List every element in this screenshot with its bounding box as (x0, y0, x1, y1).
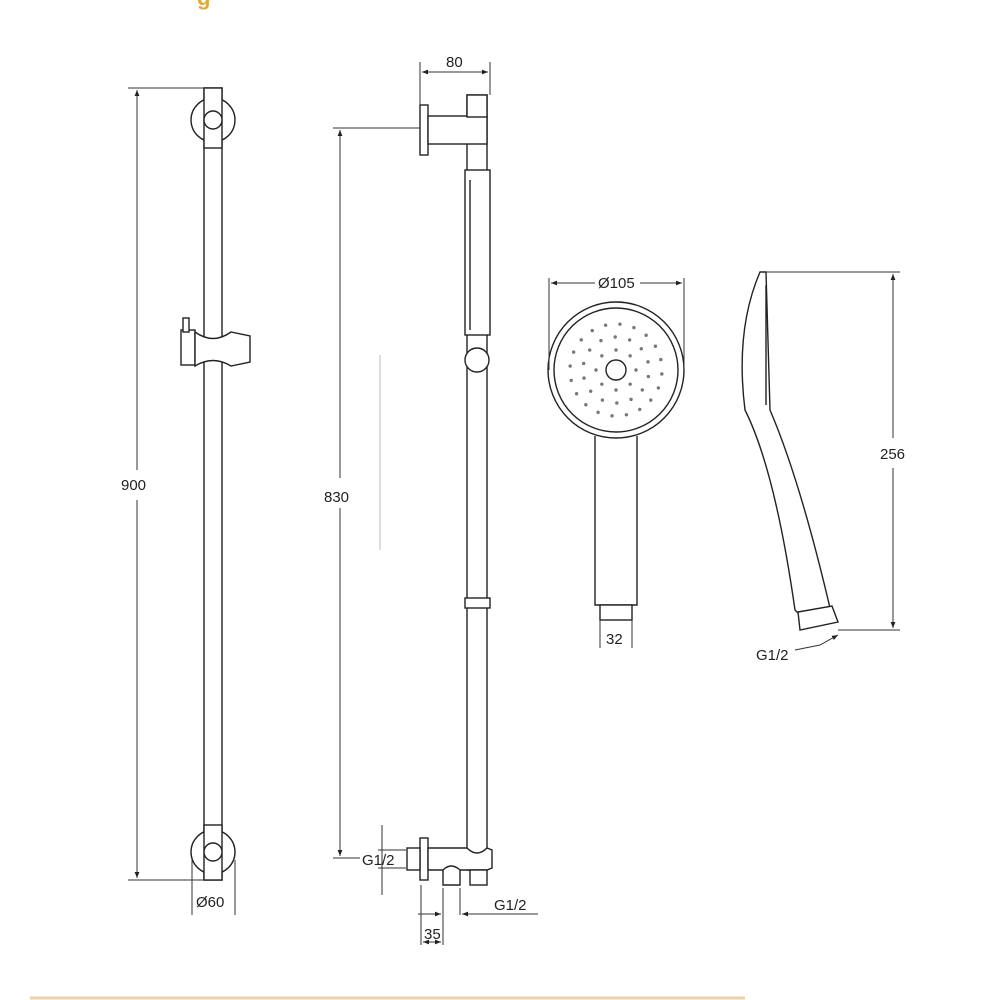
nozzle-dot (638, 407, 642, 412)
nozzle-dot (571, 350, 576, 354)
dimension-32 (599, 620, 633, 648)
nozzle-dot (614, 348, 618, 352)
nozzle-dot (615, 401, 619, 405)
nozzle-dot (594, 368, 598, 372)
dimension-60 (191, 860, 236, 915)
nozzle-dot (660, 372, 664, 376)
height-900-label: 900 (121, 477, 146, 494)
dimension-outlet (418, 885, 538, 945)
rail-front-view (180, 87, 251, 881)
nozzle-dot (639, 347, 643, 351)
nozzle-dot (588, 348, 592, 352)
dimension-inlet (378, 825, 406, 895)
nozzle-dot (614, 388, 618, 392)
dimension-256 (766, 271, 900, 651)
nozzle-dot (600, 382, 604, 386)
nozzle-dot (634, 368, 638, 372)
nozzle-dot (600, 354, 604, 358)
nozzle-dot (568, 364, 572, 368)
handshower-side-view (741, 271, 839, 631)
outlet-g12-label: G1/2 (494, 897, 527, 914)
length-256-label: 256 (880, 446, 905, 463)
nozzle-dot (632, 325, 636, 330)
handshower-front-view (547, 301, 685, 621)
nozzle-dot (627, 338, 632, 342)
dimension-830 (333, 127, 420, 859)
nozzle-dot (584, 403, 588, 407)
nozzle-dot (659, 357, 663, 362)
height-830-label: 830 (324, 489, 349, 506)
nozzle-dot (628, 382, 632, 386)
offset-35-label: 35 (424, 926, 441, 943)
nozzle-dot (646, 374, 651, 379)
nozzle-dot (646, 360, 650, 364)
nozzle-dot (618, 322, 622, 326)
spray-nozzles (568, 322, 664, 418)
nozzle-dot (644, 333, 648, 337)
nozzle-dot (624, 413, 629, 417)
nozzle-dot (629, 397, 633, 402)
nozzle-dot (649, 398, 653, 402)
nozzle-dot (656, 386, 661, 390)
nozzle-dot (628, 354, 632, 358)
diameter-105-label: Ø105 (598, 275, 635, 292)
inlet-g12-label: G1/2 (362, 852, 395, 869)
dimension-900 (128, 87, 204, 881)
connector-32-label: 32 (606, 631, 623, 648)
nozzle-dot (569, 378, 573, 383)
nozzle-dot (589, 389, 593, 393)
nozzle-dot (653, 344, 658, 348)
nozzle-dot (574, 392, 579, 396)
diameter-60-label: Ø60 (196, 894, 224, 911)
nozzle-dot (640, 388, 644, 392)
projection-80-label: 80 (446, 54, 463, 71)
header-partial-text: g (197, 0, 210, 10)
nozzle-dot (579, 338, 583, 342)
nozzle-dot (581, 361, 586, 366)
nozzle-dot (600, 398, 605, 402)
nozzle-dot (582, 376, 586, 380)
nozzle-dot (613, 335, 617, 339)
dimension-105 (548, 278, 685, 370)
thread-g12-label: G1/2 (756, 647, 789, 664)
nozzle-dot (603, 323, 608, 327)
nozzle-dot (596, 410, 600, 415)
dimension-80 (419, 62, 491, 105)
rail-side-view (406, 94, 493, 886)
nozzle-dot (590, 328, 594, 333)
nozzle-dot (610, 414, 614, 418)
nozzle-dot (599, 338, 603, 343)
